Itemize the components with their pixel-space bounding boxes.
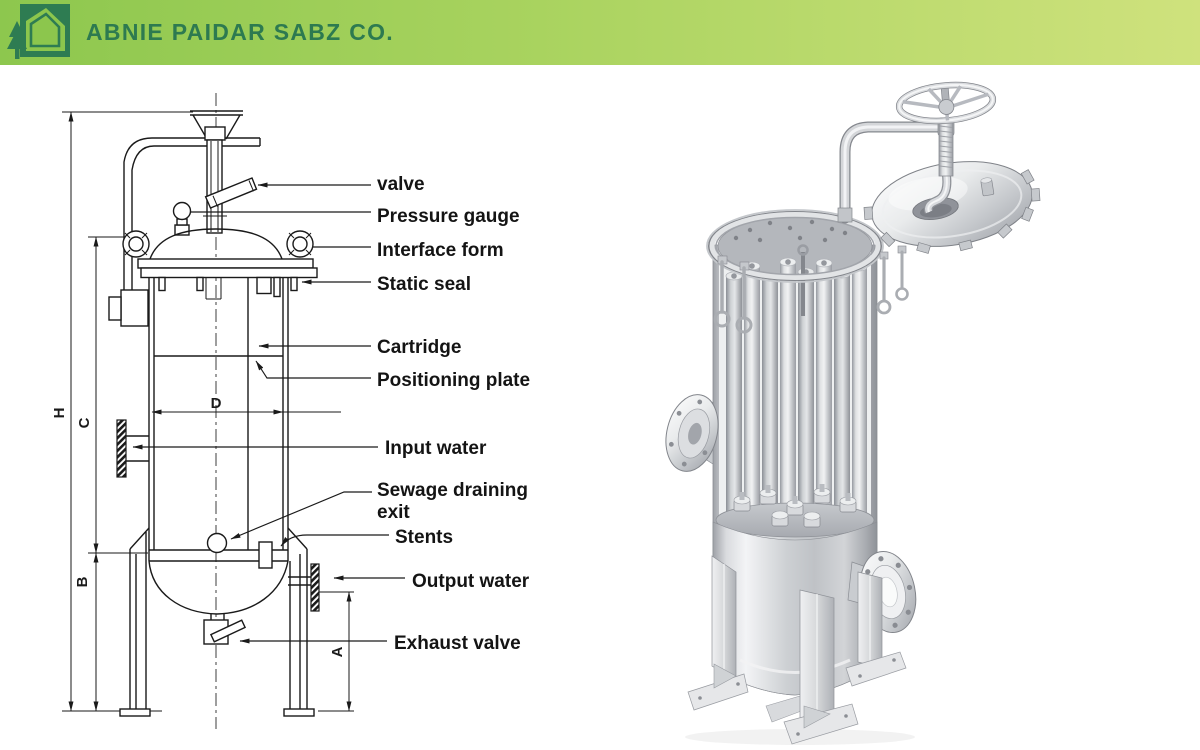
stem [206, 139, 223, 234]
davit-arm [123, 137, 261, 292]
pressure-gauge-symbol [172, 201, 192, 236]
vessel-shell [148, 277, 289, 562]
callout-cartridge: Cartridge [377, 337, 461, 358]
output-nozzle [288, 563, 320, 612]
callout-valve: valve [377, 174, 425, 195]
callout-positioning-plate: Positioning plate [377, 370, 530, 391]
sewage-drain-ball [206, 532, 228, 554]
support-legs [687, 555, 907, 745]
swing-bolt [713, 255, 731, 328]
dim-H: H [51, 408, 68, 419]
content-area: valve Pressure gauge Interface form Stat… [0, 65, 1200, 750]
stent-block [258, 541, 273, 569]
dim-C: C [76, 417, 93, 428]
cartridge-tube [851, 262, 868, 518]
handwheel [895, 81, 997, 125]
lid-vent-plug [980, 177, 995, 197]
callout-input-water: Input water [385, 438, 487, 459]
callout-sewage-line2: exit [377, 502, 410, 523]
product-render-3d [665, 81, 1041, 745]
cartridge-tube [761, 272, 779, 518]
arm-mount-box [120, 289, 149, 327]
leader-sewage [230, 491, 372, 540]
cartridge-tube [797, 267, 815, 518]
dished-bottom [148, 560, 289, 615]
cartridge-tube [833, 269, 851, 518]
stem-lines [203, 141, 227, 232]
flange-bolts [158, 276, 298, 300]
vessel-rim [706, 209, 884, 283]
flange-lower [140, 267, 318, 279]
exhaust-valve-symbol [203, 614, 247, 645]
cartridge-tube [815, 258, 833, 518]
dim-B: B [74, 576, 91, 587]
dome-lid [149, 228, 283, 260]
swing-bolt [735, 261, 753, 334]
center-tie-rod [797, 244, 809, 316]
company-logo [7, 4, 70, 59]
leg-left [119, 527, 151, 717]
dish-highlight [739, 658, 851, 674]
flange-upper [137, 258, 314, 269]
logo-house-outline [29, 12, 61, 48]
valve-symbol [204, 177, 258, 209]
callout-output-water: Output water [412, 571, 530, 592]
callout-interface-form: Interface form [377, 240, 504, 261]
lid-lugs [863, 169, 1041, 254]
leader-positioning-plate [255, 360, 371, 379]
lid-screw [923, 119, 954, 214]
cartridge-tube [779, 257, 797, 518]
leg [687, 555, 749, 711]
leg [783, 589, 859, 745]
arm-mount-plate [108, 296, 122, 321]
holddown-nuts [733, 484, 857, 528]
callout-stents: Stents [395, 527, 453, 548]
leader-stents [280, 534, 389, 547]
swing-bolts [713, 245, 909, 334]
inlet-flange [665, 394, 719, 472]
pine-tree-icon [7, 21, 27, 59]
callout-sewage-line1: Sewage draining [377, 480, 528, 501]
technical-drawing: valve Pressure gauge Interface form Stat… [51, 93, 530, 729]
input-nozzle [116, 419, 149, 478]
dim-D: D [211, 395, 222, 412]
callout-pressure-gauge: Pressure gauge [377, 206, 520, 227]
leg [845, 571, 907, 687]
company-name: ABNIE PAIDAR SABZ CO. [86, 19, 394, 45]
eyebolt-right [286, 230, 314, 258]
handwheel-hub [938, 99, 955, 115]
callout-leaders [132, 182, 405, 644]
swing-bolt [895, 245, 909, 301]
dim-A: A [329, 646, 346, 657]
swing-bolt [876, 251, 892, 315]
dimension-lines [68, 111, 352, 712]
callout-exhaust-valve: Exhaust valve [394, 633, 521, 654]
callout-static-seal: Static seal [377, 274, 471, 295]
cartridge-tube [725, 271, 743, 518]
cartridge-tube [743, 261, 761, 518]
handle-collar [204, 126, 226, 141]
eyebolt-left [122, 230, 150, 258]
header-banner: ABNIE PAIDAR SABZ CO. [0, 0, 1200, 67]
